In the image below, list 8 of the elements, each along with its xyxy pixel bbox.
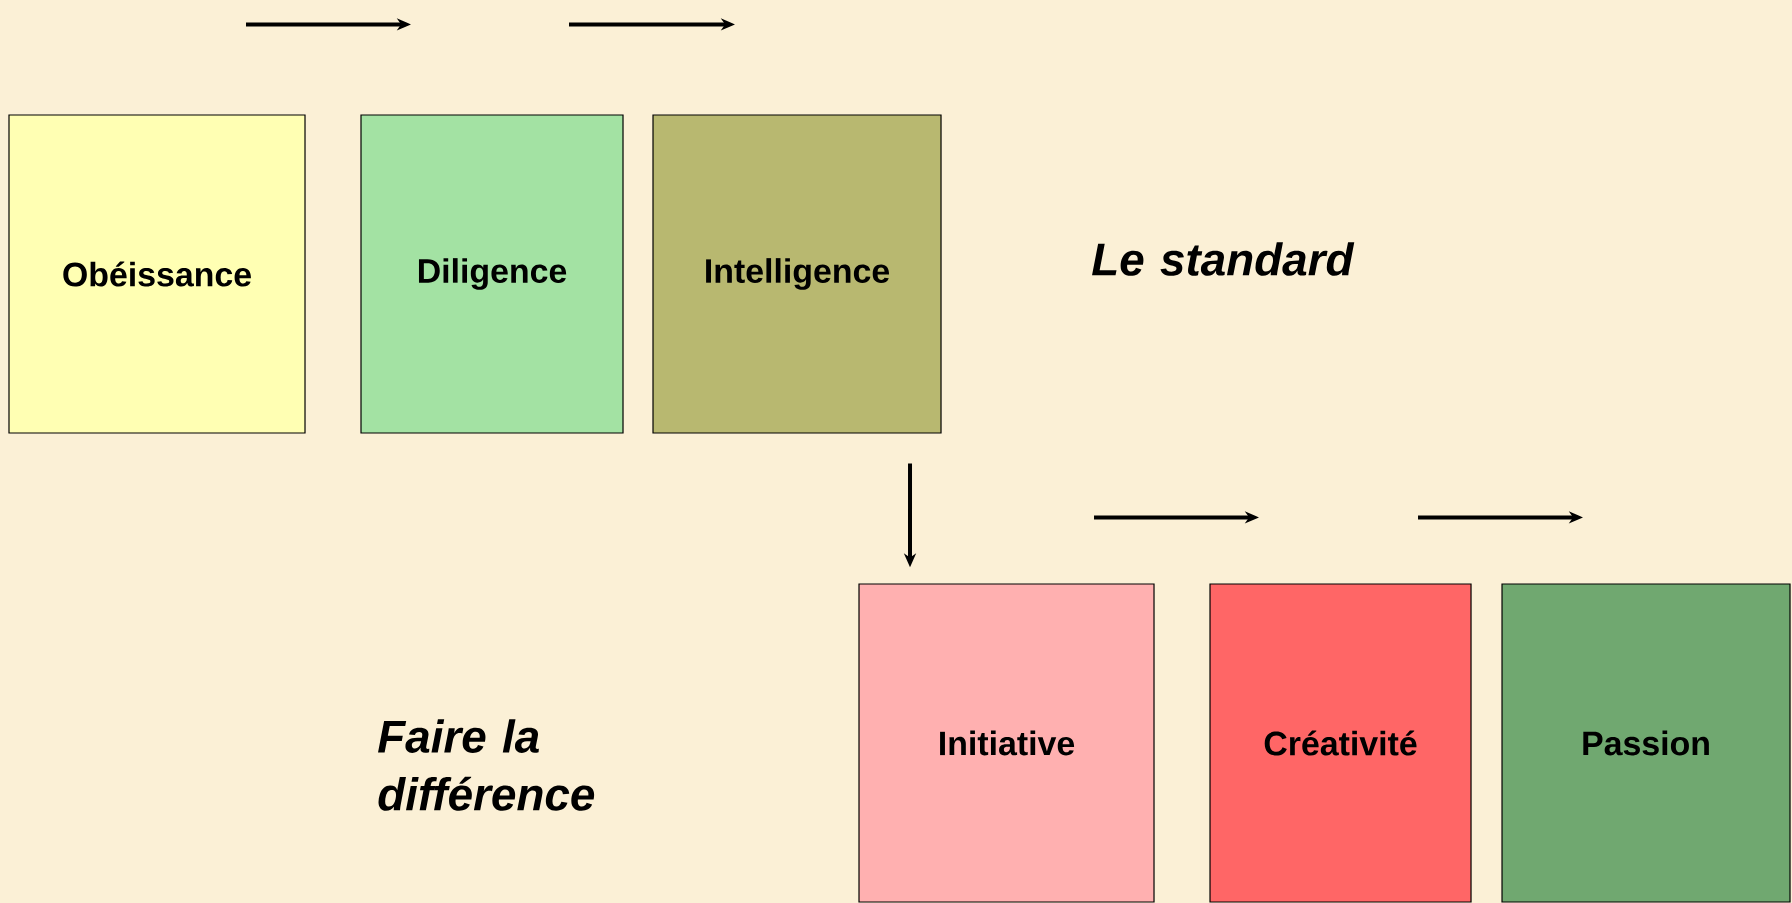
heading-text: Le standard bbox=[1092, 242, 1355, 276]
process-box: Initiative bbox=[858, 583, 1155, 903]
process-box: Passion bbox=[1501, 583, 1791, 903]
heading-text: Faire la différence bbox=[378, 719, 595, 811]
process-box: Diligence bbox=[360, 114, 624, 434]
process-box: Intelligence bbox=[652, 114, 942, 434]
process-box: Obéissance bbox=[8, 114, 306, 434]
process-box: Créativité bbox=[1209, 583, 1472, 903]
